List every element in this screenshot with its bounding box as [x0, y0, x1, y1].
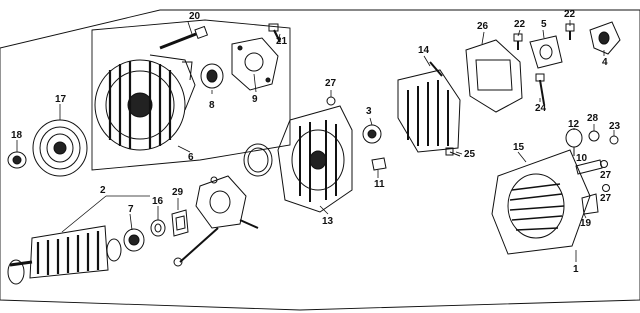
callout-19: 19: [580, 218, 592, 229]
callout-5: 5: [541, 19, 547, 30]
bracket-part-19: [581, 193, 599, 215]
callout-27-top: 27: [325, 78, 337, 89]
callout-3: 3: [366, 106, 372, 117]
plate-bolt: [173, 227, 219, 267]
screw-part-22-right: [565, 23, 575, 40]
callout-27-low: 27: [600, 193, 612, 204]
callout-24: 24: [535, 103, 547, 114]
callout-23: 23: [609, 121, 621, 132]
bearing-part-8: [200, 63, 224, 89]
nut-part-23: [609, 135, 619, 145]
callout-2: 2: [100, 185, 106, 196]
callout-7: 7: [128, 204, 134, 215]
assembly-boundary: [0, 9, 640, 311]
rotor-part-2: [7, 225, 122, 285]
callout-26: 26: [477, 21, 489, 32]
callout-10: 10: [576, 153, 588, 164]
brush-holder-part-5: [529, 35, 563, 69]
screw-part-24: [535, 73, 545, 105]
rear-housing-part-13: [277, 105, 353, 213]
retainer-plate: [195, 175, 259, 229]
callout-29: 29: [172, 187, 184, 198]
nut-part-18: [7, 151, 27, 169]
callout-21: 21: [276, 36, 288, 47]
front-housing-part-6: [94, 54, 196, 151]
nut-part-28: [588, 130, 600, 142]
bearing-part-7: [123, 228, 145, 252]
callout-28: 28: [587, 113, 599, 124]
callout-11: 11: [374, 179, 385, 190]
callout-15: 15: [513, 142, 525, 153]
callout-27-mid: 27: [600, 170, 612, 181]
callout-17: 17: [55, 94, 67, 105]
regulator-part-26: [465, 39, 523, 113]
washer-part-16: [150, 219, 166, 237]
callout-4: 4: [602, 57, 608, 68]
callout-6: 6: [188, 152, 194, 163]
pulley-part-17: [32, 119, 88, 177]
cover-part-4: [589, 21, 621, 55]
screw-part-25: [445, 147, 461, 157]
screw-part-21: [268, 23, 281, 43]
terminal-part-10: [575, 159, 603, 175]
callout-16: 16: [152, 196, 164, 207]
callout-12: 12: [568, 119, 580, 130]
screw-part-22-left: [513, 33, 523, 50]
nut-part-27-low: [602, 184, 610, 192]
seal-part-29: [171, 209, 189, 237]
callout-9: 9: [252, 94, 258, 105]
callout-20: 20: [189, 11, 201, 22]
insulator-part-12: [565, 128, 583, 156]
bearing-part-3: [362, 124, 382, 144]
terminal-part-11: [371, 157, 387, 171]
bolt-part-20: [159, 25, 209, 50]
callout-22-right: 22: [564, 9, 576, 20]
nut-part-27-top: [326, 96, 336, 106]
rear-cover-part-15: [491, 149, 591, 255]
housing-seal-ring: [243, 143, 273, 177]
callout-8: 8: [209, 100, 215, 111]
callout-18: 18: [11, 130, 23, 141]
callout-22-left: 22: [514, 19, 526, 30]
callout-14: 14: [418, 45, 430, 56]
nut-part-27-mid: [600, 160, 608, 168]
callout-25: 25: [464, 149, 476, 160]
callout-13: 13: [322, 216, 334, 227]
callout-1: 1: [573, 264, 579, 275]
leader-lines: [16, 20, 615, 262]
retainer-plate-part-9: [231, 37, 279, 91]
rectifier-part-14: [397, 61, 461, 153]
subassembly-6-box: [91, 19, 291, 171]
